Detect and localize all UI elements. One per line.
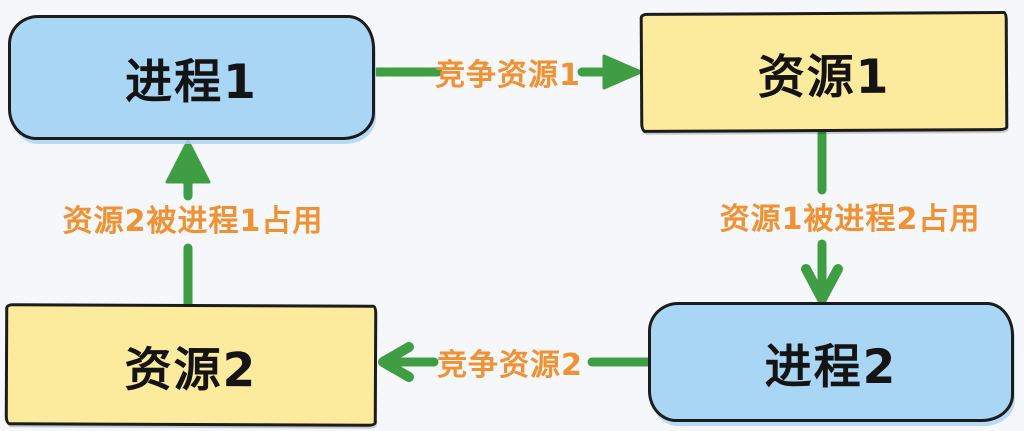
node-process-2: 进程2: [648, 302, 1014, 422]
edge-label-resource1-held-by-process2: 资源1被进程2占用: [719, 202, 981, 237]
node-label-resource-1: 资源1: [757, 49, 891, 105]
node-process-1: 进程1: [8, 15, 375, 140]
edge-label-compete-resource1: 竞争资源1: [435, 58, 581, 93]
arrowhead-right-icon: [602, 54, 643, 90]
node-label-process-2: 进程2: [764, 339, 898, 395]
edge-label-resource2-held-by-process1: 资源2被进程1占用: [62, 204, 324, 239]
node-resource-1: 资源1: [639, 11, 1009, 133]
node-resource-2: 资源2: [4, 303, 378, 427]
arrowhead-left-icon: [378, 342, 414, 382]
arrowhead-down-icon: [801, 264, 843, 304]
node-label-resource-2: 资源2: [124, 342, 258, 398]
arrowhead-up-icon: [165, 139, 211, 184]
edge-label-compete-resource2: 竞争资源2: [437, 348, 583, 383]
node-label-process-1: 进程1: [125, 55, 258, 110]
